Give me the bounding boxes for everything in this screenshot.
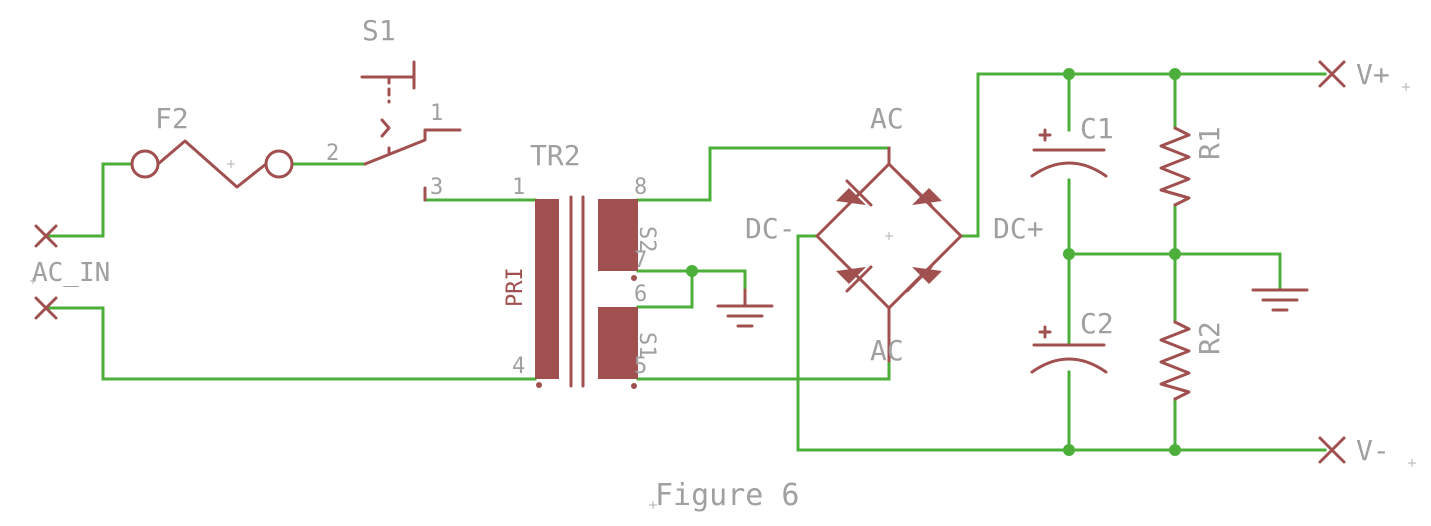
bridge-ac-bottom-label: AC — [870, 334, 904, 367]
tr2-pin-1: 1 — [512, 175, 525, 200]
v-minus-label: V- — [1356, 434, 1390, 467]
r1-label: R1 — [1193, 126, 1226, 160]
tr2-pin-4: 4 — [512, 354, 525, 379]
tr2-pri-label: PRI — [503, 267, 528, 307]
ground-symbol-1 — [716, 288, 774, 328]
s1-pin-3: 3 — [430, 175, 443, 200]
switch-s1: S1 2 1 3 — [326, 14, 462, 202]
resistor-r2: R2 — [1159, 320, 1226, 401]
f2-label: F2 — [155, 102, 189, 135]
tr2-pin-6: 6 — [634, 282, 647, 307]
v-minus-terminal: V- — [1318, 434, 1416, 467]
v-plus-label: V+ — [1356, 58, 1390, 91]
capacitor-c1: C1 — [1030, 112, 1114, 178]
bridge-dc-plus-label: DC+ — [993, 212, 1044, 245]
figure-caption: Figure 6 — [655, 478, 800, 513]
s1-pin-1: 1 — [430, 101, 443, 126]
c1-label: C1 — [1080, 112, 1114, 145]
resistor-r1: R1 — [1159, 126, 1226, 207]
tr2-pin-5: 5 — [634, 354, 647, 379]
fuse-f2: F2 — [130, 102, 294, 189]
bridge-rectifier: AC AC DC- DC+ — [745, 102, 1044, 367]
capacitor-c2: C2 — [1030, 307, 1114, 374]
bridge-dc-minus-label: DC- — [745, 212, 796, 245]
ac-in-connector: AC_IN — [30, 224, 110, 320]
ground-symbol-2 — [1251, 288, 1309, 312]
transformer-tr2: TR2 1 4 8 7 6 5 PRI S2 S1 — [503, 139, 659, 389]
tr2-pin-8: 8 — [634, 175, 647, 200]
ac-in-label: AC_IN — [32, 258, 110, 288]
s1-label: S1 — [362, 14, 396, 47]
s1-pin-2: 2 — [326, 141, 339, 166]
junctions — [686, 68, 1181, 456]
r2-label: R2 — [1193, 321, 1226, 355]
tr2-s2-label: S2 — [634, 226, 659, 253]
tr2-s1-label: S1 — [634, 332, 659, 359]
bridge-ac-top-label: AC — [870, 102, 904, 135]
tr2-label: TR2 — [530, 139, 581, 172]
v-plus-terminal: V+ — [1318, 58, 1410, 91]
tr2-pin-7: 7 — [634, 248, 647, 273]
c2-label: C2 — [1080, 307, 1114, 340]
wires — [44, 72, 1327, 452]
